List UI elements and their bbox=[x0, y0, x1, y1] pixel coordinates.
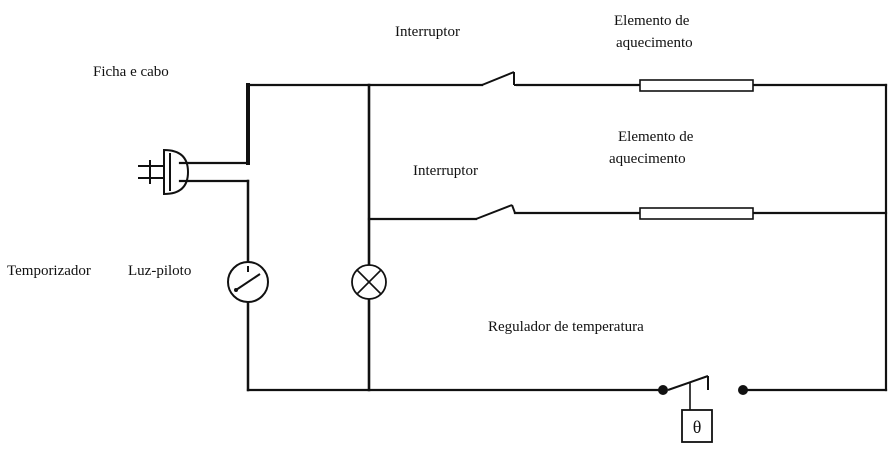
heating-element-top-icon bbox=[639, 79, 754, 92]
thermostat-sensor-box bbox=[681, 409, 713, 443]
label-heater-top-line2: aquecimento bbox=[616, 35, 693, 51]
label-thermostat: Regulador de temperatura bbox=[488, 319, 644, 335]
label-switch-middle: Interruptor bbox=[413, 163, 478, 179]
pilot-light-icon bbox=[351, 264, 387, 300]
label-heater-middle-line1: Elemento de bbox=[618, 129, 694, 145]
timer-icon bbox=[227, 261, 269, 303]
thermostat-switch-icon bbox=[658, 375, 748, 443]
label-plug-and-cable: Ficha e cabo bbox=[93, 64, 169, 80]
label-switch-top: Interruptor bbox=[395, 24, 460, 40]
label-heater-top-line1: Elemento de bbox=[614, 13, 690, 29]
label-timer: Temporizador bbox=[7, 263, 91, 279]
label-pilot-light: Luz-piloto bbox=[128, 263, 191, 279]
heating-element-middle-icon bbox=[639, 207, 754, 220]
label-heater-middle-line2: aquecimento bbox=[609, 151, 686, 167]
wires bbox=[178, 83, 888, 392]
thermostat-theta-symbol: θ bbox=[693, 417, 702, 437]
plug-icon bbox=[138, 148, 190, 196]
switch-middle-icon bbox=[475, 204, 516, 220]
switch-top-icon bbox=[481, 71, 517, 86]
